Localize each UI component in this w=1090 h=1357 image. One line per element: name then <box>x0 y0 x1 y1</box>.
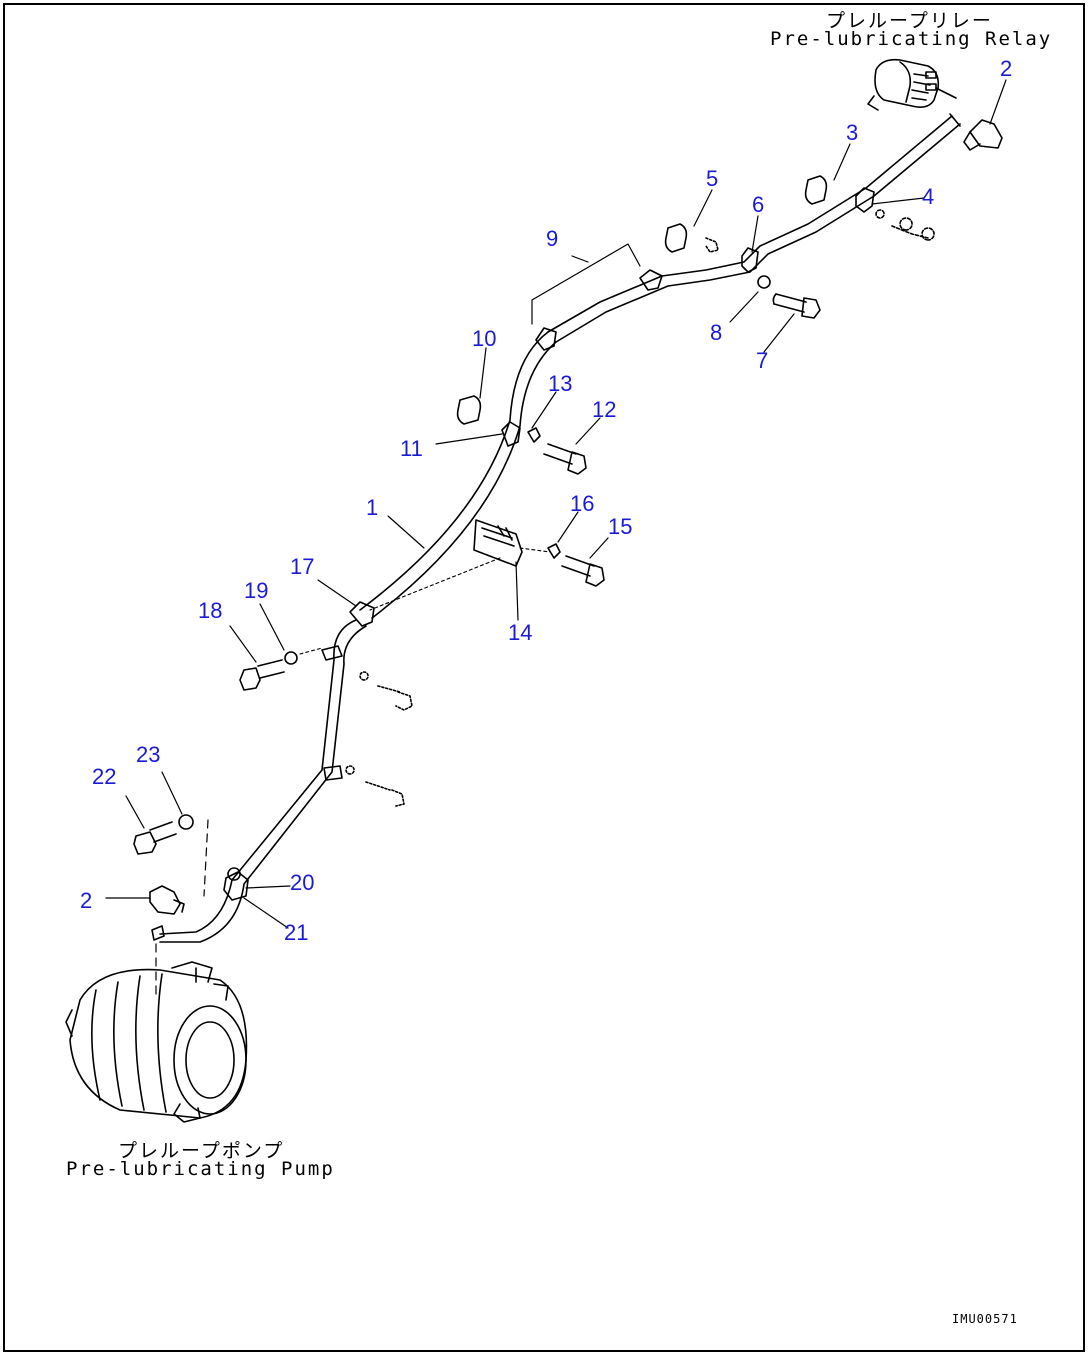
callout-14: 14 <box>508 620 532 645</box>
relay-label-en: Pre-lubricating Relay <box>770 28 1053 50</box>
callout-22: 22 <box>92 764 116 789</box>
callout-9: 9 <box>546 226 558 251</box>
clamp-20-21 <box>223 871 249 901</box>
washer-23 <box>178 814 194 830</box>
terminal-cover-top <box>963 119 1003 151</box>
bolt-22 <box>133 821 177 855</box>
spacer-3 <box>804 175 828 205</box>
callout-6: 6 <box>752 192 764 217</box>
callout-1: 1 <box>366 495 378 520</box>
pre-lubricating-pump <box>65 961 248 1123</box>
harness-upper <box>547 113 961 343</box>
pump-label-jp: プレループポンプ <box>118 1140 285 1162</box>
harness-lower <box>159 619 367 943</box>
clamp-11 <box>501 421 521 447</box>
washer-16 <box>547 543 561 559</box>
drawing-code: IMU00571 <box>952 1312 1018 1326</box>
callout-19: 19 <box>244 578 268 603</box>
callout-2-bottom: 2 <box>80 888 92 913</box>
callout-23: 23 <box>136 742 160 767</box>
callout-20: 20 <box>290 870 314 895</box>
callout-18: 18 <box>198 598 222 623</box>
callout-15: 15 <box>608 514 632 539</box>
washer-19 <box>284 651 298 665</box>
pump-label-en: Pre-lubricating Pump <box>66 1158 335 1180</box>
clamp-6 <box>741 247 759 273</box>
callout-10: 10 <box>472 326 496 351</box>
callout-5: 5 <box>706 166 718 191</box>
bolt-18 <box>239 659 285 691</box>
spacer-10 <box>456 395 482 425</box>
harness-middle <box>359 331 557 619</box>
clamp-9-a <box>639 269 663 291</box>
pre-lubricating-relay <box>867 58 957 111</box>
clamp-9-b <box>535 327 557 351</box>
callout-21: 21 <box>284 920 308 945</box>
spacer-5 <box>664 223 688 253</box>
clamp-17 <box>349 601 375 627</box>
callout-11: 11 <box>400 436 423 461</box>
callout-12: 12 <box>592 397 616 422</box>
bolt-15 <box>561 555 605 587</box>
bolt-7 <box>772 293 821 319</box>
callout-16: 16 <box>570 491 594 516</box>
callout-17: 17 <box>290 554 314 579</box>
leader-lines <box>105 79 1007 929</box>
terminal-cover-bottom <box>149 885 185 915</box>
callout-3: 3 <box>846 120 858 145</box>
clamp-4 <box>855 187 935 241</box>
callout-numbers: 1 2 2 3 4 5 6 7 8 9 10 11 12 13 14 15 16… <box>80 56 1012 945</box>
bolt-12 <box>543 443 587 475</box>
callout-8: 8 <box>710 320 722 345</box>
callout-2-top: 2 <box>1000 56 1012 81</box>
relay-label-jp: プレループリレー <box>826 10 993 32</box>
callout-4: 4 <box>922 184 934 209</box>
washer-13 <box>527 427 541 443</box>
sheet-border <box>3 3 1085 1352</box>
callout-13: 13 <box>548 371 572 396</box>
washer-8 <box>757 275 771 289</box>
bracket-14 <box>473 519 523 567</box>
callout-7: 7 <box>756 348 768 373</box>
